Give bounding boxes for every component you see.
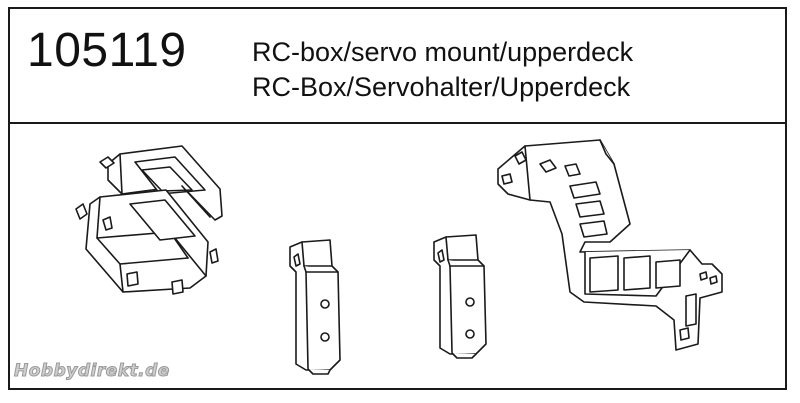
upperdeck-drawing	[497, 139, 723, 351]
servo-mount-drawing	[289, 239, 341, 375]
parts-drawing	[75, 139, 723, 375]
part-number: 105119	[27, 24, 187, 77]
rc-box-lid-drawing	[99, 145, 223, 221]
description-english: RC-box/servo mount/upperdeck	[252, 37, 634, 67]
watermark-logo: Hobbydirekt.de	[14, 361, 170, 382]
title-block: 105119 RC-box/servo mount/upperdeck RC-B…	[10, 9, 785, 124]
rc-box-drawing	[75, 189, 219, 295]
servo-mount-drawing	[433, 234, 487, 359]
drawing-frame: 105119 RC-box/servo mount/upperdeck RC-B…	[8, 7, 787, 390]
description-german: RC-Box/Servohalter/Upperdeck	[252, 72, 631, 102]
